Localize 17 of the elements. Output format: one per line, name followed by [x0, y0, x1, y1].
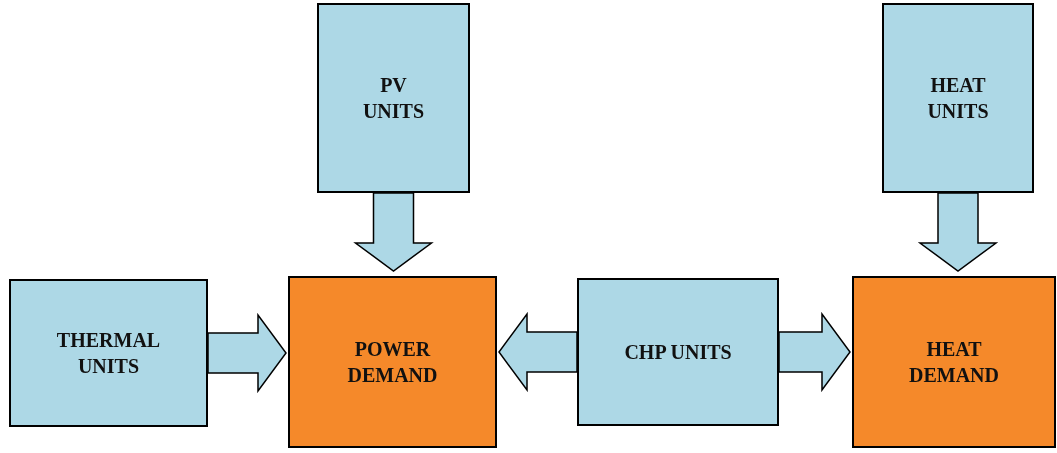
process-box — [882, 3, 1034, 193]
block-arrow — [207, 312, 287, 394]
box-label: PV UNITS — [361, 73, 426, 124]
process-box — [288, 276, 497, 448]
block-arrow — [353, 192, 434, 272]
box-label: POWER DEMAND — [346, 337, 439, 388]
process-box — [852, 276, 1056, 448]
block-arrow — [498, 311, 578, 393]
block-arrow — [917, 192, 999, 272]
process-box — [317, 3, 470, 193]
box-label: CHP UNITS — [624, 340, 732, 365]
box-label: HEAT DEMAND — [908, 337, 1000, 388]
box-label: HEAT UNITS — [926, 73, 990, 124]
process-box — [9, 279, 208, 427]
process-box — [577, 278, 779, 426]
block-arrow — [778, 311, 851, 393]
box-label: THERMAL UNITS — [55, 328, 162, 379]
